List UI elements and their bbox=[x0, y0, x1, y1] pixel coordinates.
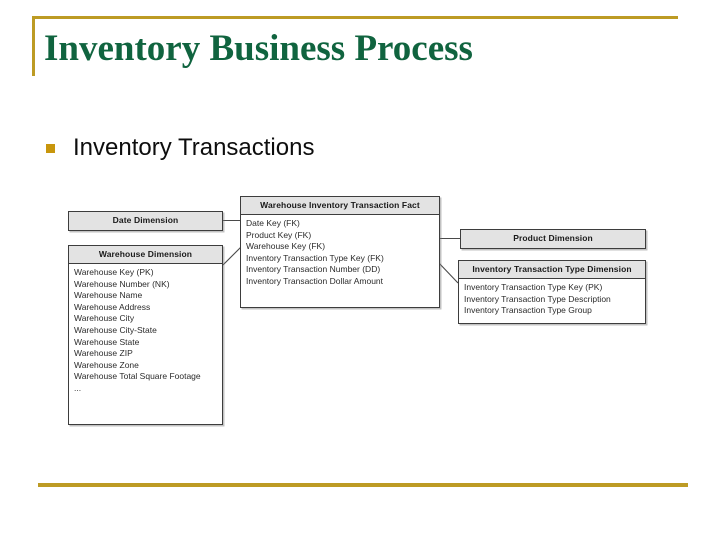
page-title: Inventory Business Process bbox=[44, 28, 473, 69]
er-field: Date Key (FK) bbox=[246, 218, 300, 228]
er-field: Inventory Transaction Dollar Amount bbox=[246, 275, 384, 286]
er-field: Warehouse Key (PK) bbox=[74, 267, 154, 277]
er-field: Inventory Transaction Type Group bbox=[464, 305, 592, 316]
connector-warehouse-dimension-to-fact bbox=[222, 246, 242, 266]
bullet-item-label: Inventory Transactions bbox=[73, 134, 315, 161]
er-field: Inventory Transaction Type Description bbox=[464, 293, 611, 304]
er-box-header: Inventory Transaction Type Dimension bbox=[459, 261, 645, 279]
er-field: Warehouse State bbox=[74, 336, 140, 347]
title-accent-top-rule bbox=[32, 16, 678, 19]
er-field: Warehouse Total Square Footage bbox=[74, 371, 201, 382]
connector-fact-to-inventory-transaction-type-dimension bbox=[437, 261, 459, 284]
title-accent-left-rule bbox=[32, 16, 35, 76]
er-box-header: Warehouse Inventory Transaction Fact bbox=[241, 197, 439, 215]
er-box-field-list: Inventory Transaction Type Key (PK) Inve… bbox=[459, 279, 645, 320]
bullet-list-item: Inventory Transactions bbox=[46, 133, 314, 163]
er-box-warehouse-inventory-transaction-fact[interactable]: Warehouse Inventory Transaction Fact Dat… bbox=[240, 196, 440, 308]
er-box-warehouse-dimension[interactable]: Warehouse Dimension Warehouse Key (PK) W… bbox=[68, 245, 223, 425]
er-field: Warehouse Key (FK) bbox=[246, 241, 326, 252]
er-field: Warehouse Address bbox=[74, 301, 151, 312]
er-field: Inventory Transaction Number (DD) bbox=[246, 264, 381, 275]
er-box-product-dimension[interactable]: Product Dimension bbox=[460, 229, 646, 249]
er-field: Warehouse ZIP bbox=[74, 348, 133, 359]
er-box-header: Product Dimension bbox=[461, 230, 645, 248]
er-field: Inventory Transaction Type Key (FK) bbox=[246, 252, 384, 263]
er-field: Inventory Transaction Type Key (PK) bbox=[464, 282, 603, 292]
connector-date-dimension-to-fact bbox=[223, 220, 240, 221]
er-box-inventory-transaction-type-dimension[interactable]: Inventory Transaction Type Dimension Inv… bbox=[458, 260, 646, 324]
er-field: Warehouse Number (NK) bbox=[74, 278, 170, 289]
er-field: Warehouse Name bbox=[74, 290, 143, 301]
connector-fact-to-product-dimension bbox=[440, 238, 460, 239]
er-box-field-list: Date Key (FK) Product Key (FK) Warehouse… bbox=[241, 215, 439, 291]
er-field: Product Key (FK) bbox=[246, 229, 312, 240]
er-box-date-dimension[interactable]: Date Dimension bbox=[68, 211, 223, 231]
er-box-header: Warehouse Dimension bbox=[69, 246, 222, 264]
er-field: ... bbox=[74, 382, 82, 393]
er-field: Warehouse City bbox=[74, 313, 135, 324]
footer-accent-rule bbox=[38, 483, 688, 487]
er-field: Warehouse City-State bbox=[74, 324, 157, 335]
er-box-header: Date Dimension bbox=[69, 212, 222, 230]
er-box-field-list: Warehouse Key (PK) Warehouse Number (NK)… bbox=[69, 264, 222, 398]
square-bullet-icon bbox=[46, 143, 55, 153]
er-field: Warehouse Zone bbox=[74, 359, 139, 370]
